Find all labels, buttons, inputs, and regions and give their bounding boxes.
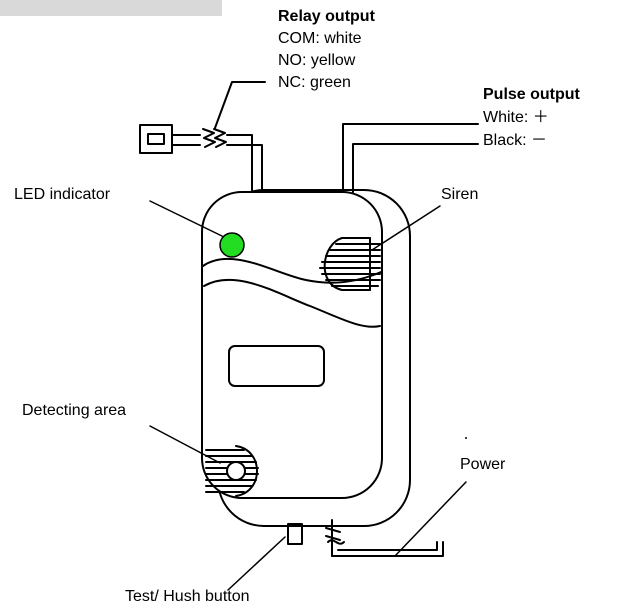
power-wire-inner (337, 541, 438, 551)
pulse-wire-white (342, 123, 479, 193)
plug-body (139, 124, 173, 154)
pulse-output-title: Pulse output (483, 86, 580, 103)
wave-lower (203, 278, 381, 328)
power-wire-outer (331, 541, 444, 557)
detecting-sensor-hole (226, 461, 246, 481)
power-wire-break (327, 539, 345, 545)
test-hush-button-label: Test/ Hush button (125, 588, 250, 605)
relay-output-title: Relay output (278, 8, 375, 25)
power-label: Power (460, 456, 506, 473)
siren-leader-line (371, 205, 441, 251)
relay-wire-inner (226, 144, 263, 193)
power-wire-ticks (325, 527, 341, 541)
power-leader-line (394, 481, 467, 557)
relay-com-label: COM: white (278, 30, 362, 47)
corner-tab (0, 0, 222, 16)
pulse-wire-black (352, 143, 479, 193)
test-hush-button (287, 523, 303, 545)
relay-wire-break-2 (213, 128, 227, 148)
detecting-leader-line (149, 425, 221, 464)
led-indicator-light (219, 232, 245, 258)
led-leader-line (149, 200, 225, 238)
detecting-area-label: Detecting area (22, 402, 127, 419)
detecting-grille (205, 445, 259, 497)
relay-no-label: NO: yellow (278, 52, 356, 69)
relay-leader-line (214, 81, 266, 129)
plug-slot (147, 133, 165, 145)
display-window (228, 345, 325, 387)
stray-dot (465, 437, 467, 439)
relay-plug (139, 124, 201, 154)
pulse-white-label: White: ＋ (483, 109, 549, 126)
relay-nc-label: NC: green (278, 74, 351, 91)
siren-label: Siren (441, 186, 479, 203)
pulse-black-label: Black: － (483, 132, 548, 149)
led-indicator-label: LED indicator (14, 186, 111, 203)
test-leader-line (227, 536, 286, 591)
siren-grille (319, 237, 381, 291)
relay-wire-break-1 (202, 128, 216, 148)
relay-wire-outer (226, 134, 253, 193)
